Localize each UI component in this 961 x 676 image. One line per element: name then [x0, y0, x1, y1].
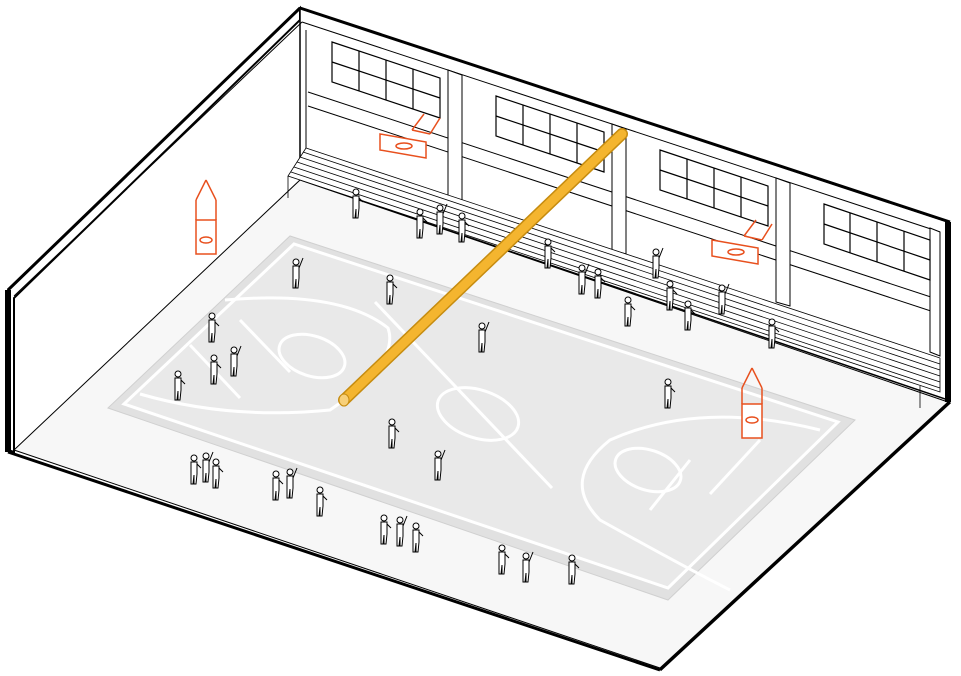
person-figure — [434, 449, 446, 481]
person-figure — [478, 321, 490, 353]
person-figure — [202, 451, 214, 483]
person-figure — [208, 312, 220, 343]
person-figure — [458, 212, 470, 243]
window-4 — [823, 203, 931, 281]
person-figure — [498, 544, 510, 575]
hoop-left-wall — [195, 179, 217, 255]
person-figure — [380, 514, 392, 545]
person-figure — [210, 354, 222, 385]
hoop-right-court — [741, 367, 763, 439]
person-figure — [522, 551, 534, 583]
hoop-back-wall-2 — [711, 219, 773, 265]
person-figure — [190, 454, 202, 485]
people — [174, 188, 780, 585]
person-figure — [568, 554, 580, 585]
person-figure — [684, 300, 696, 331]
court-surface — [121, 242, 841, 590]
person-figure — [436, 203, 448, 235]
windows — [331, 41, 931, 281]
wall-columns — [305, 30, 941, 357]
center-line — [373, 300, 554, 490]
person-figure — [230, 345, 242, 377]
person-figure — [292, 257, 304, 289]
person-figure — [416, 208, 428, 239]
person-figure — [666, 280, 678, 311]
person-figure — [664, 378, 676, 409]
window-1 — [331, 41, 441, 119]
hoop-back-wall-1 — [379, 113, 441, 159]
right-key — [580, 415, 821, 592]
person-figure — [212, 458, 224, 489]
person-figure — [544, 238, 556, 269]
person-figure — [286, 467, 298, 499]
hoops — [195, 113, 773, 439]
person-figure — [624, 296, 636, 327]
window-2 — [495, 95, 605, 173]
person-figure — [718, 283, 730, 315]
basketball-court — [107, 235, 856, 601]
person-figure — [768, 318, 780, 349]
person-figure — [594, 268, 606, 299]
bleachers — [287, 147, 941, 408]
back-wall-details — [305, 30, 941, 357]
person-figure — [412, 522, 424, 553]
person-figure — [396, 515, 408, 547]
beam — [338, 128, 628, 407]
person-figure — [578, 263, 590, 295]
person-figure — [316, 486, 328, 517]
center-circle — [435, 386, 521, 442]
person-figure — [388, 418, 400, 449]
person-figure — [272, 470, 284, 501]
window-3 — [659, 149, 769, 227]
person-figure — [174, 370, 186, 401]
person-figure — [352, 188, 364, 219]
person-figure — [386, 274, 398, 305]
person-figure — [652, 247, 664, 279]
